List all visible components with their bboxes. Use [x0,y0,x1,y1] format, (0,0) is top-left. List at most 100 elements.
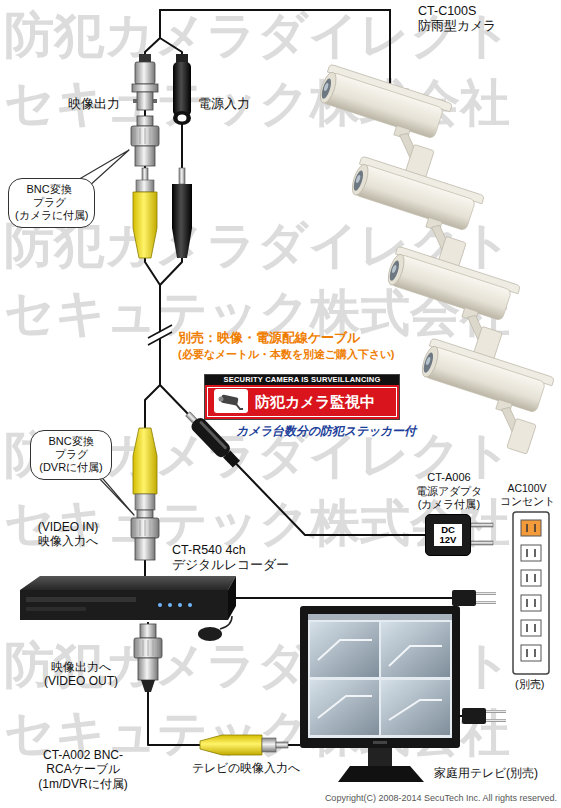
cable-label: CT-A002 BNC-RCAケーブル (1m/DVRに付属) [22,748,144,791]
bnc-plug [135,538,155,560]
power-strip [521,620,541,636]
adapter-prongs [471,523,493,527]
model-label: CT-C100S 防雨型カメラ [418,4,514,34]
sticker-note: カメラ台数分の防犯ステッカー付 [236,424,416,438]
bnc-plug [141,680,155,692]
model-label: CT-R540 4ch デジタルレコーダー [172,543,322,573]
power-cord [476,601,496,604]
mouse [198,616,232,641]
adapter-prongs [471,523,493,545]
rca-plug [200,735,262,755]
cable-wire [148,622,300,745]
tv-monitor [308,614,452,620]
power-cord [486,719,506,722]
camera-icon [236,404,243,409]
model-label: CT-A006 電源アダプタ (カメラ付属) [407,471,491,511]
bnc-plug [138,640,158,656]
bnc-plug [138,658,158,680]
bnc-plug [137,116,153,126]
outlet-note: (別売) [515,678,544,691]
tv-monitor [338,766,424,782]
power-strip [521,520,541,536]
power-strip [513,512,549,674]
bnc-plug [137,510,153,518]
dvr-unit [158,603,162,607]
cable-note: (必要なメートル・本数を別途ご購入下さい) [178,348,394,361]
bnc-jack [139,54,151,62]
tv-monitor [308,614,452,738]
dc-plug [223,451,240,468]
copyright: Copyright(C) 2008-2014 SecuTech Inc. All… [325,793,557,804]
tv-monitor [318,640,442,720]
power-strip [521,595,541,611]
power-strip [527,524,535,657]
power-adapter: CT-A006 電源アダプタ (カメラ付属)DC 12V [425,514,471,556]
dvr-recorder: CT-R540 4ch デジタルレコーダー [20,576,236,622]
dvr-unit [188,603,192,607]
dvr-unit [20,576,236,620]
cable-break [148,325,172,345]
dc-plug [172,184,192,258]
tv-monitor: 家庭用テレビ(別売) [300,606,462,784]
power-strip [521,545,541,561]
bnc-jack [137,92,153,110]
bnc-plug [134,624,162,692]
power-cord [458,715,462,717]
bnc-jack [133,99,137,103]
dc-jack [173,111,191,125]
callout-text: BNC変換 プラグ (DVRに付属) [37,435,105,475]
bnc-jack [132,84,158,92]
dvr-unit [26,597,136,602]
port-label: 映像出力 [68,96,120,112]
camera-unit: CT-C100S 防雨型カメラ [300,2,559,185]
dc-jack [178,115,187,122]
tv-monitor [368,748,392,766]
dvr-unit [178,603,182,607]
bnc-plug [131,518,159,538]
power-cord [476,592,496,595]
camera-icon [214,389,248,413]
camera-icon [214,389,248,413]
power-cord [236,597,452,599]
dvr-unit [20,590,228,620]
dc-jack [173,54,191,125]
dc-plug [189,415,232,459]
bnc-jack [135,62,155,84]
sticker-band-text: SECURITY CAMERA IS SURVEILLANCING [205,375,399,385]
tv-monitor [300,606,460,782]
port-label: 電源入力 [198,96,250,112]
dc-plug [172,168,192,258]
camera-body [406,338,554,455]
bnc-jack [153,99,157,103]
outlet-label: AC100V コンセント [499,482,555,507]
port-label: テレビの映像入力へ [192,762,300,776]
port-label: 映像出力へ (VIDEO OUT) [38,660,124,689]
dc-plug [179,168,185,184]
rca-plug [262,738,276,752]
bnc-plug [140,624,156,638]
security-sticker: SECURITY CAMERA IS SURVEILLANCING防犯カメラ監視… [204,374,400,420]
rca-jack [135,494,155,510]
rca-jack [133,428,157,510]
cable-break [149,326,171,344]
device-label: 家庭用テレビ(別売) [434,766,538,780]
rca-jack [133,428,157,494]
dvr-unit [228,576,236,620]
tv-monitor [300,606,460,748]
camera-icon [219,397,224,402]
tv-monitor [381,622,450,677]
rca-plug [276,742,288,748]
bnc-plug [134,638,162,658]
tv-monitor [310,680,379,735]
callout-text: BNC変換 プラグ (カメラに付属) [15,183,83,223]
cable-break [148,325,172,338]
bnc-plug [135,128,155,144]
port-label: (VIDEO IN) 映像入力へ [28,520,108,549]
dvr-unit [26,607,86,611]
dc-jack [173,62,191,116]
bnc-plug [135,520,155,536]
mouse [198,627,222,641]
power-cord [458,708,506,724]
rating-label: DC 12V [434,524,462,547]
